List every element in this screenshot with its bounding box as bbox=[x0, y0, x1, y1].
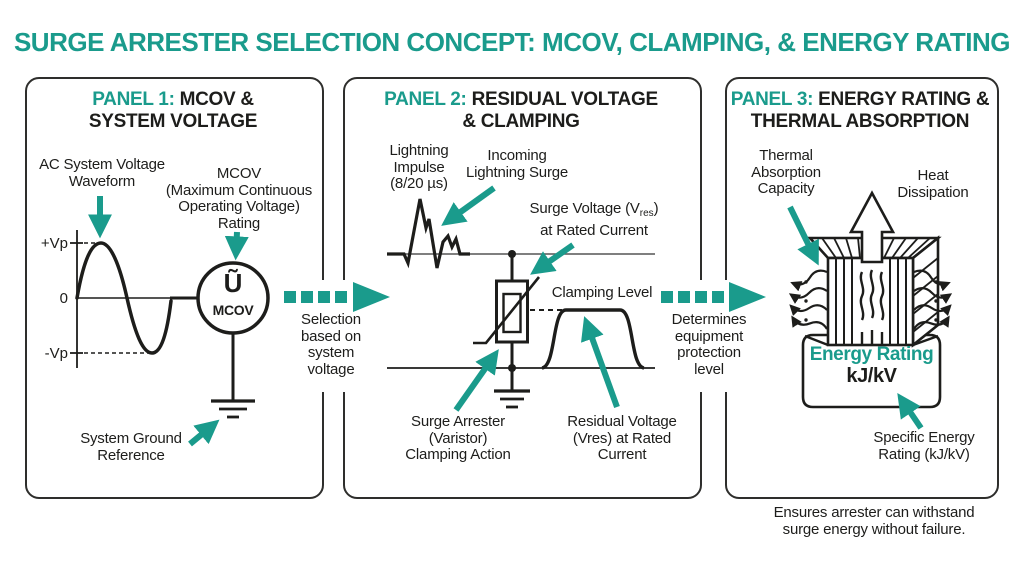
page-title: SURGE ARRESTER SELECTION CONCEPT: MCOV, … bbox=[13, 27, 1011, 57]
panel2-heading: PANEL 2: RESIDUAL VOLTAGE & CLAMPING bbox=[384, 89, 658, 132]
varistor-circuit bbox=[473, 250, 541, 409]
mcov-symbol bbox=[170, 261, 270, 400]
panel3-callout-arrows bbox=[787, 205, 924, 430]
label-surge-arrester-clamping: Surge Arrester(Varistor)Clamping Action bbox=[405, 413, 511, 463]
axis-label-minus-vp: -Vp bbox=[44, 345, 68, 362]
panel2-callout-arrows bbox=[441, 185, 620, 412]
panel3-heading: PANEL 3: ENERGY RATING & THERMAL ABSORPT… bbox=[730, 89, 990, 132]
clamped-pulse bbox=[387, 308, 655, 370]
mcov-symbol-u: Ũ bbox=[223, 268, 243, 298]
thermal-block bbox=[807, 235, 942, 348]
flow-arrow-selection bbox=[284, 282, 390, 312]
flow-arrow-determines bbox=[661, 282, 766, 312]
heat-dissipation-arrow bbox=[848, 190, 896, 264]
label-energy-unit: kJ/kV bbox=[846, 365, 897, 387]
ground-symbol-1 bbox=[211, 399, 255, 419]
axis-label-zero: 0 bbox=[59, 290, 68, 307]
panel1-callout-arrows bbox=[88, 196, 249, 447]
sine-wave-plot bbox=[70, 230, 199, 368]
energy-rating-box bbox=[801, 333, 942, 409]
label-surge-voltage-vres: Surge Voltage (Vres) at Rated Current bbox=[529, 200, 659, 239]
label-clamping-level: Clamping Level bbox=[551, 284, 653, 301]
label-energy-rating: Energy Rating bbox=[809, 344, 934, 365]
label-mcov-rating: MCOV(Maximum Continuous Operating Voltag… bbox=[165, 165, 313, 232]
heat-wave-arrows bbox=[788, 269, 953, 330]
axis-label-plus-vp: +Vp bbox=[40, 235, 68, 252]
mcov-symbol-label: MCOV bbox=[212, 302, 254, 318]
panel1-heading: PANEL 1: MCOV & SYSTEM VOLTAGE bbox=[88, 89, 258, 132]
panel-1-mcov-system-voltage bbox=[25, 77, 324, 499]
